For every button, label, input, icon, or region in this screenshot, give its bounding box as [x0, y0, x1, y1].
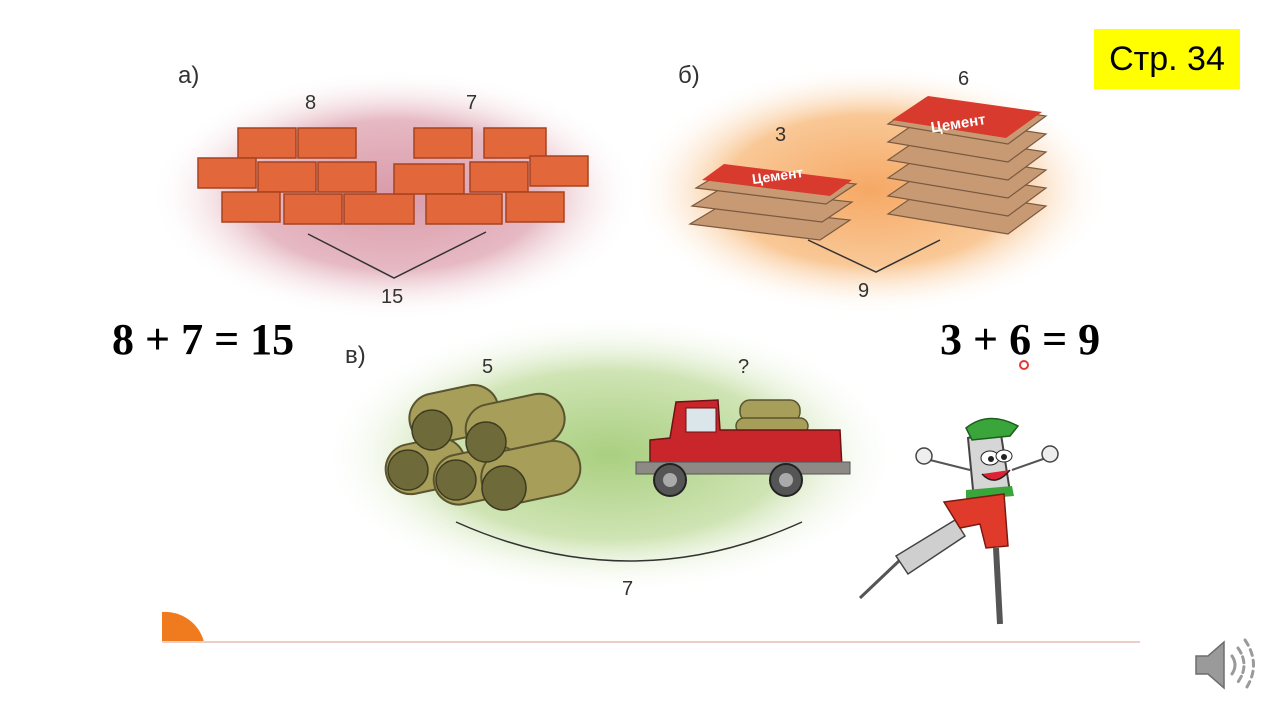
speaker-icon[interactable] — [1190, 630, 1260, 700]
cement-bags-illustration: Цемент Цемент — [630, 65, 1110, 315]
pipes-truck-illustration — [320, 315, 900, 595]
task-a-total-number: 15 — [381, 286, 404, 308]
cursor-dot — [1019, 360, 1029, 370]
task-b-left-number: 3 — [775, 124, 787, 146]
task-v-right-number: ? — [738, 356, 750, 378]
task-a-left-number: 8 — [305, 92, 317, 114]
bricks-illustration — [150, 70, 640, 320]
task-a-right-number: 7 — [466, 92, 478, 114]
equation-a: 8 + 7 = 15 — [112, 315, 295, 364]
task-v-left-number: 5 — [482, 356, 494, 378]
bottom-divider — [162, 641, 1140, 643]
orange-corner-shape — [162, 611, 204, 642]
task-b-right-number: 6 — [958, 68, 970, 90]
jackhammer-mascot — [858, 417, 1059, 625]
task-b-label: б) — [678, 62, 700, 89]
task-v-label: в) — [345, 342, 366, 369]
equation-b: 3 + 6 = 9 — [940, 315, 1101, 364]
task-a-label: а) — [178, 62, 200, 89]
page-number-badge: Стр. 34 — [1094, 29, 1240, 89]
task-b-total-number: 9 — [858, 280, 870, 302]
task-v-total-number: 7 — [622, 578, 634, 600]
bag-label-small: Цемент — [751, 164, 804, 187]
